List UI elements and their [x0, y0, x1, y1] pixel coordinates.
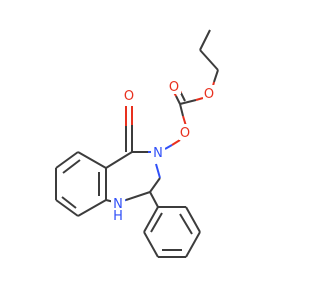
label-background — [168, 78, 181, 94]
bond — [55, 151, 79, 169]
bond — [61, 196, 77, 209]
bond — [199, 49, 219, 71]
bond — [179, 99, 197, 105]
bond — [164, 144, 173, 150]
label-background — [123, 87, 136, 103]
atom-label-o: O — [124, 89, 134, 104]
bond — [179, 103, 184, 117]
label-background — [111, 195, 125, 223]
bond — [195, 97, 204, 101]
bond-layer — [55, 29, 219, 258]
bond — [185, 231, 201, 258]
label-background — [179, 124, 192, 140]
bond — [62, 159, 81, 174]
bond — [143, 206, 159, 233]
atom-carbonyl-oxygen: O — [123, 87, 136, 104]
bond — [77, 199, 107, 217]
atom-ester-oxygen: O — [179, 124, 192, 141]
bond — [150, 212, 163, 233]
bond — [180, 92, 186, 102]
bond — [213, 69, 219, 83]
bond — [155, 163, 161, 179]
atom-label-n: N — [153, 146, 163, 161]
label-background — [151, 143, 165, 160]
bond — [175, 95, 181, 105]
atom-ethoxy-oxygen: O — [203, 85, 216, 102]
bond — [149, 177, 161, 193]
atom-amine-nh: N H — [111, 195, 125, 224]
bond — [149, 191, 159, 208]
bond — [105, 151, 133, 169]
bond — [125, 191, 151, 201]
atom-label-o: O — [169, 80, 179, 95]
atom-ring-nitrogen: N — [151, 143, 165, 161]
atom-label-h: H — [113, 209, 123, 224]
atom-label-o: O — [204, 87, 214, 102]
bond — [171, 139, 181, 146]
molecule-structure: O N O O O N H — [55, 29, 219, 258]
atom-label-layer: O N O O O N H — [111, 78, 216, 224]
label-background — [203, 85, 216, 101]
bond — [143, 231, 159, 258]
atom-carbonate-double-bond-oxygen: O — [168, 78, 181, 95]
bond — [179, 213, 193, 235]
atom-label-o: O — [180, 126, 190, 141]
bond — [55, 199, 79, 217]
bond — [77, 151, 107, 169]
bond — [185, 206, 201, 233]
atom-label-n: N — [113, 197, 123, 212]
bond — [199, 29, 211, 51]
